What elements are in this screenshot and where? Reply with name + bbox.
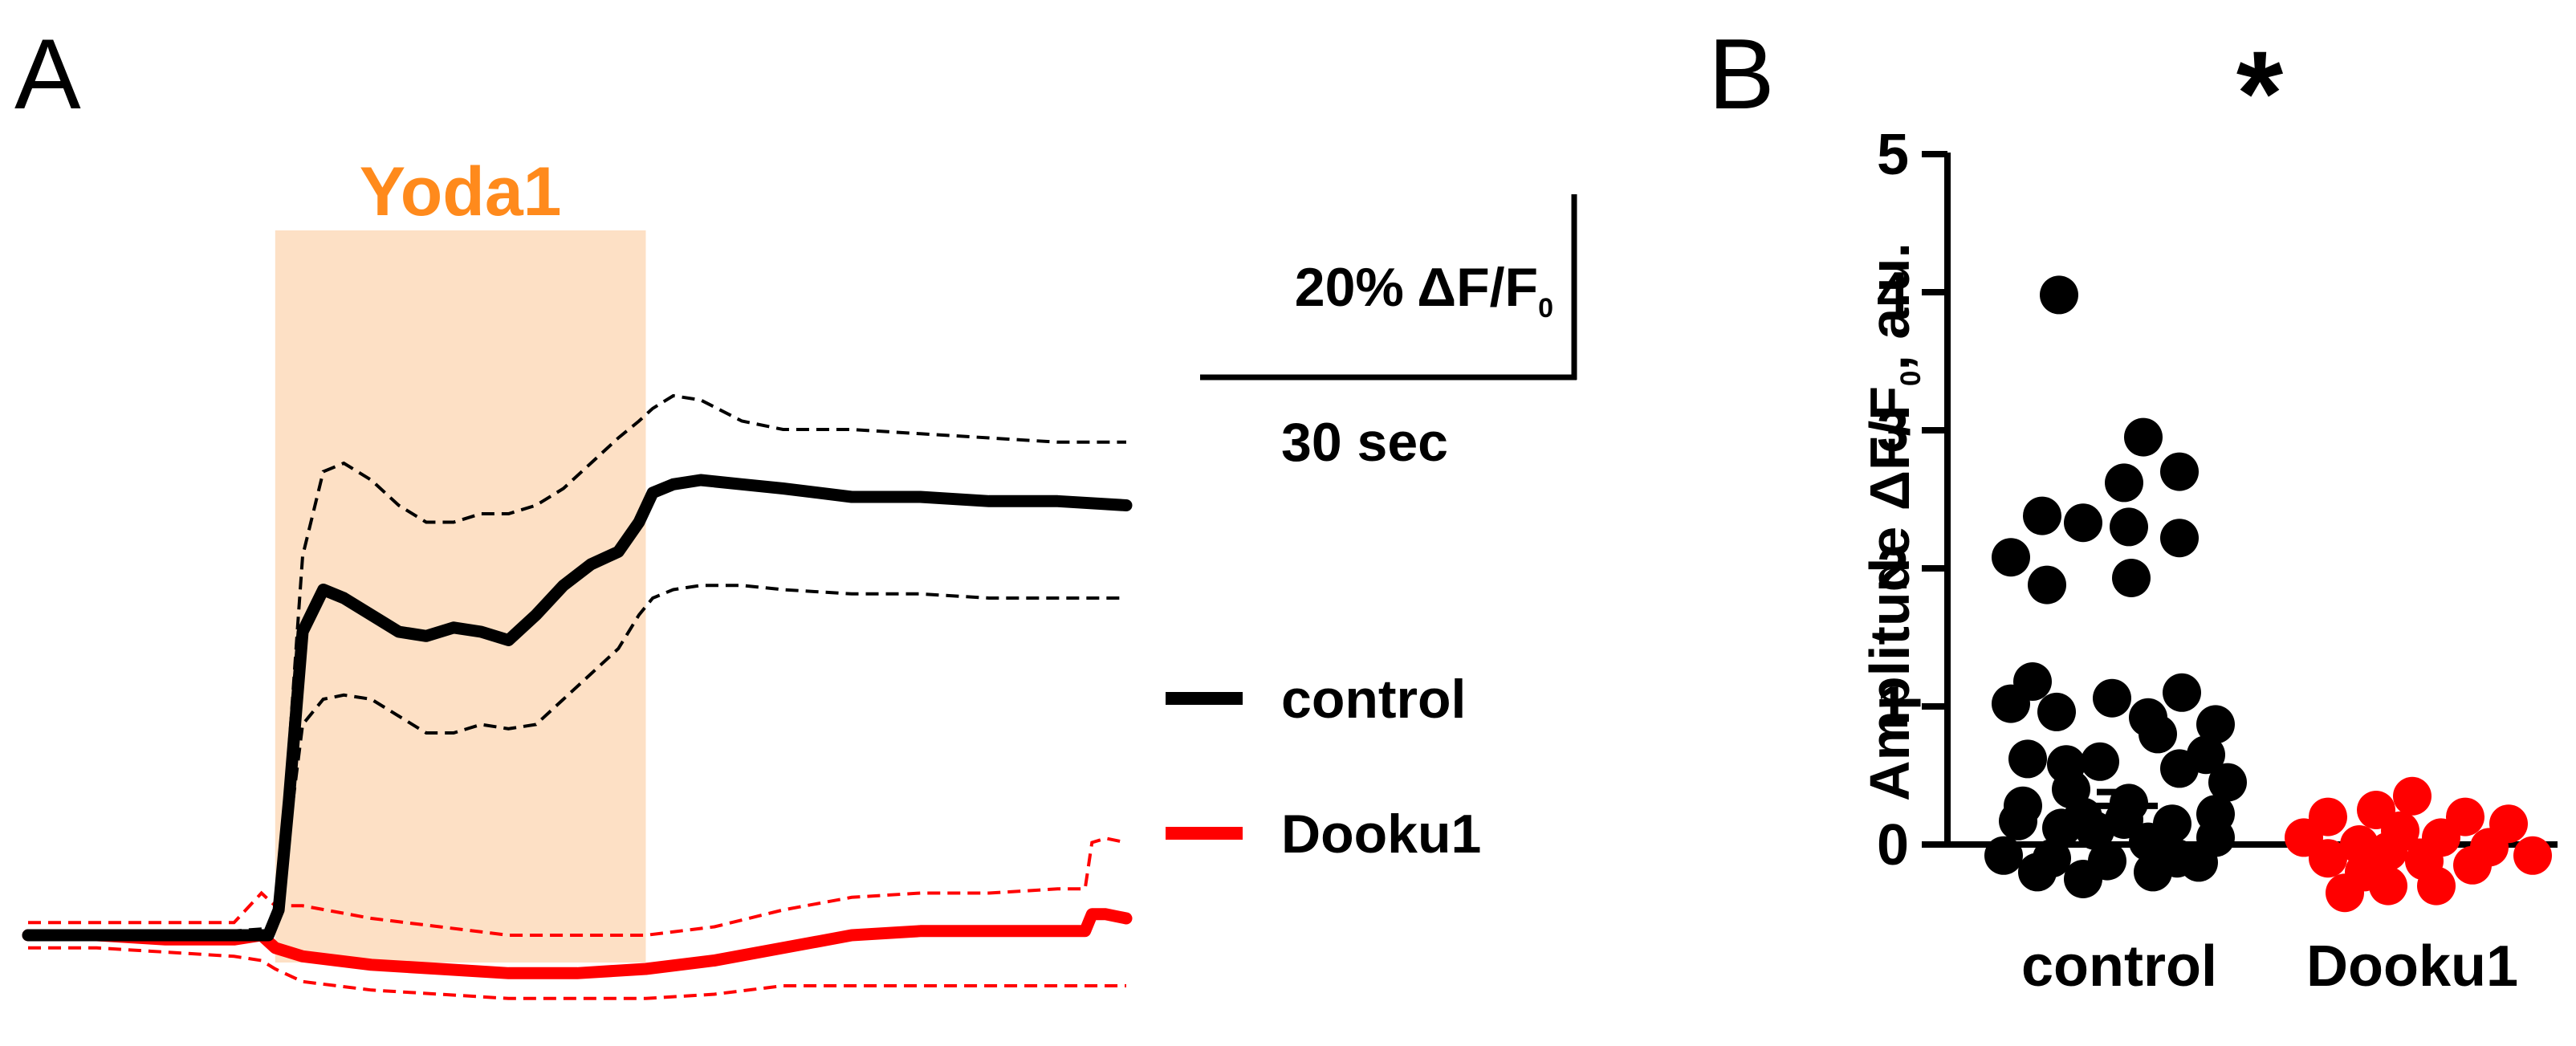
y-tick-label: 5 bbox=[1877, 123, 1909, 187]
control-data-point bbox=[2160, 452, 2199, 491]
control-data-point bbox=[2129, 822, 2167, 861]
control-data-point bbox=[2008, 739, 2047, 779]
control-data-point bbox=[2037, 692, 2076, 731]
dooku1-lower-sem-line bbox=[28, 946, 1126, 1000]
control-data-point bbox=[2160, 519, 2199, 558]
panel-b-scatter-chart: B * 0 1 2 3 4 5 Amplitude ΔF/F0, a.u. control… bbox=[1708, 19, 2558, 999]
dooku1-data-point bbox=[2393, 776, 2432, 816]
control-data-point bbox=[2042, 808, 2081, 848]
y-axis-label: Amplitude ΔF/F0, a.u. bbox=[1858, 242, 1927, 801]
control-data-point bbox=[2179, 843, 2218, 882]
dooku1-upper-sem-line bbox=[28, 836, 1127, 937]
control-data-point bbox=[2028, 565, 2066, 604]
calcium-traces bbox=[22, 393, 1133, 1000]
dooku1-data-point bbox=[2453, 845, 2492, 885]
control-data-point bbox=[2064, 503, 2102, 543]
control-data-point bbox=[2076, 811, 2114, 850]
control-data-point bbox=[2112, 559, 2151, 597]
control-data-point bbox=[2040, 275, 2078, 315]
control-data-point bbox=[2163, 673, 2201, 712]
control-data-point bbox=[1984, 836, 2023, 875]
control-data-point bbox=[2023, 496, 2061, 535]
mean-sem-bars bbox=[2081, 788, 2451, 851]
y-tick-label: 1 bbox=[1877, 675, 1909, 739]
control-mean-trace bbox=[22, 474, 1133, 942]
scale-bar: 20% ΔF/F0 30 sec bbox=[1200, 194, 1577, 473]
control-data-point bbox=[2196, 705, 2235, 744]
control-data-point bbox=[2081, 742, 2119, 781]
dooku1-data-point bbox=[2513, 836, 2552, 875]
scale-bar-y-label: 20% ΔF/F0 bbox=[1295, 257, 1553, 324]
panel-a-letter: A bbox=[14, 19, 81, 130]
dooku1-data-point bbox=[2369, 866, 2407, 906]
panel-b-letter: B bbox=[1708, 19, 1775, 130]
control-data-point bbox=[2208, 763, 2247, 802]
dooku1-data-point bbox=[2326, 873, 2364, 913]
y-tick-label: 2 bbox=[1877, 537, 1909, 601]
control-data-point bbox=[1992, 538, 2030, 577]
control-data-point bbox=[2110, 507, 2148, 547]
scale-bar-x-label: 30 sec bbox=[1281, 412, 1448, 473]
x-tick-label-dooku1: Dooku1 bbox=[2306, 934, 2518, 999]
legend: control Dooku1 bbox=[1166, 669, 1481, 865]
y-tick-label: 3 bbox=[1877, 399, 1909, 463]
y-tick-label: 4 bbox=[1877, 261, 1909, 325]
dooku1-data-point bbox=[2309, 839, 2347, 878]
control-data-point bbox=[1999, 801, 2037, 840]
data-points bbox=[1984, 275, 2552, 913]
panel-a-trace-chart: A Yoda1 20% ΔF/F0 30 sec control Dooku1 bbox=[14, 19, 1577, 1000]
legend-control-label: control bbox=[1281, 669, 1466, 730]
dooku1-data-point bbox=[2417, 866, 2456, 906]
control-data-point bbox=[2160, 749, 2199, 788]
control-data-point bbox=[2124, 417, 2163, 457]
control-data-point bbox=[2018, 853, 2057, 892]
control-data-point bbox=[2105, 463, 2143, 503]
control-data-point bbox=[2139, 714, 2177, 754]
significance-star: * bbox=[2236, 26, 2284, 161]
stimulus-label: Yoda1 bbox=[360, 153, 562, 230]
control-data-point bbox=[2093, 678, 2131, 718]
x-tick-label-control: control bbox=[2021, 934, 2217, 999]
y-tick-label: 0 bbox=[1877, 813, 1909, 877]
control-data-point bbox=[2064, 860, 2102, 898]
legend-dooku1-label: Dooku1 bbox=[1281, 804, 1481, 865]
control-data-point bbox=[1992, 684, 2030, 723]
control-data-point bbox=[2134, 853, 2172, 892]
